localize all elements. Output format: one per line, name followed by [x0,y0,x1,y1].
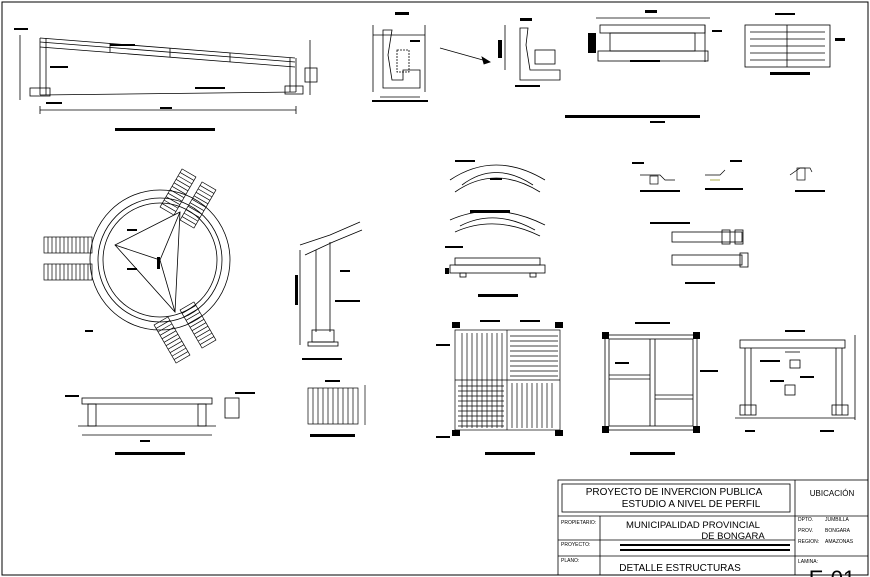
plano-value: DETALLE ESTRUCTURAS [619,563,741,574]
bench-plan-labels [770,13,845,75]
lamina-label: LAMINA: [798,559,818,565]
region-label: REGION: [798,539,819,545]
pergola-column-labels [295,270,360,360]
roof-elevation-labels [14,28,225,131]
bench-section-labels [372,12,428,102]
plaza-bench-lower [153,301,217,364]
prov-value: BONGARA [825,528,851,534]
pergola-roof-plan-labels [436,320,563,455]
beam-elevations [671,229,749,268]
ubicacion-label: UBICACIÓN [810,489,855,498]
bench-long-labels [65,392,255,455]
dpto-value: JUMBILLA [825,517,850,523]
bench-long-elevation [78,397,240,436]
region-value: AMAZONAS [825,539,854,545]
prov-label: PROV. [798,528,813,534]
project-description-scribble [620,544,790,551]
small-grid-labels [310,380,355,437]
plaza-bench-left [43,236,93,281]
bench-elevation-labels [588,10,722,62]
pergola-frame-plan [604,334,698,431]
bench-section-detail [372,25,491,98]
small-bench-section [504,25,561,81]
title-block-frame [557,479,869,576]
plaza-plan-labels [85,229,160,332]
plaza-bench-upper [159,168,217,229]
roof-section-label [565,115,700,123]
project-title-line2: ESTUDIO A NIVEL DE PERFIL [622,499,761,510]
curved-bench-plans [449,164,546,278]
small-bench-labels [498,18,540,87]
pergola-column-section [299,221,363,347]
plano-label: PLANO: [561,558,579,564]
curved-bench-labels [445,160,518,297]
pergola-front-elevation [735,335,856,420]
circular-plaza-plan [89,189,231,331]
joint-details [640,167,813,185]
lamina-value: E-01 [809,566,855,577]
project-title-line1: PROYECTO DE INVERCION PUBLICA [586,487,763,498]
bench-plan-detail [744,24,831,68]
owner-line1: MUNICIPALIDAD PROVINCIAL [626,520,760,531]
beam-elevation-labels [650,222,715,284]
dpto-label: DPTO. [798,517,813,523]
joint-detail-labels [632,160,825,192]
roof-elevation-detail [19,35,318,114]
propietario-label: PROPIETARIO: [561,520,596,526]
bench-elevation-detail [596,17,710,62]
pergola-frame-labels [602,322,718,455]
pergola-front-labels [745,330,834,432]
owner-line2: DE BONGARA [701,531,765,542]
pergola-roof-plan [454,329,561,431]
proyecto-label: PROYECTO: [561,542,590,548]
small-grid-plan [307,385,366,425]
